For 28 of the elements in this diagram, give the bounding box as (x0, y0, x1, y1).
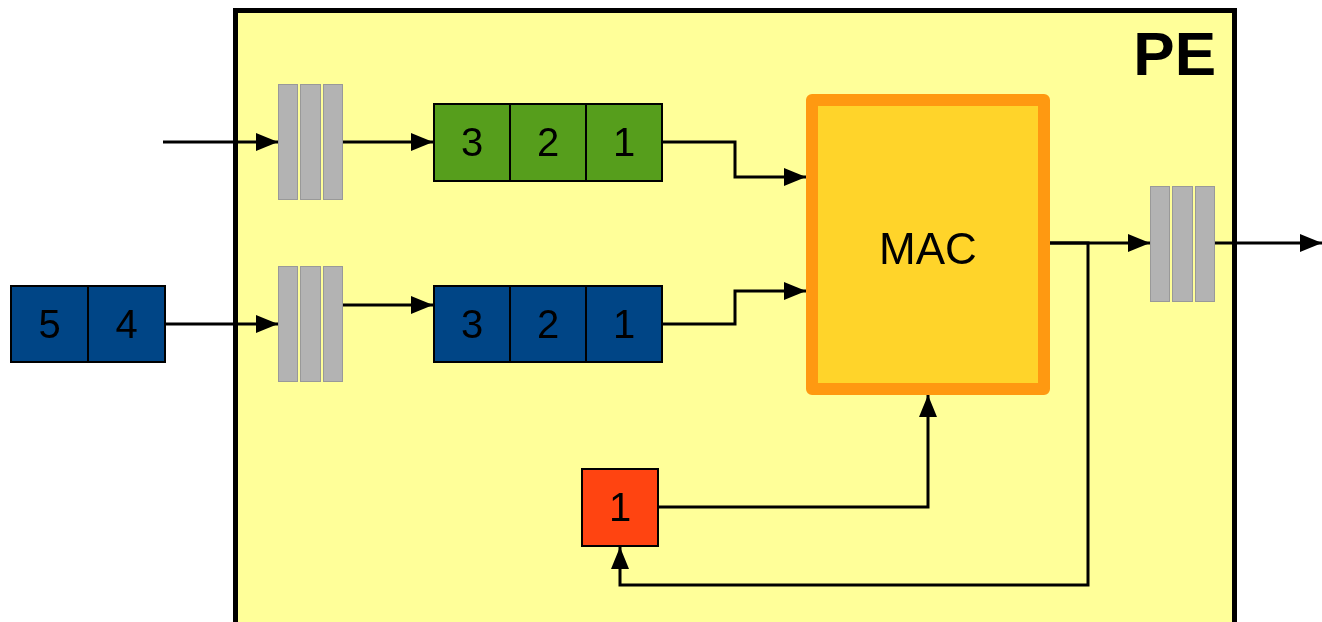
queue-slot: 3 (433, 103, 511, 182)
arrow (166, 315, 278, 333)
queue-slot: 3 (433, 285, 511, 363)
arrow (663, 140, 806, 186)
queue-slot: 1 (585, 285, 663, 363)
arrow (1215, 234, 1322, 252)
processing-element-panel (233, 8, 1237, 622)
queue-slot: 4 (87, 285, 166, 363)
panel-title: PE (1133, 23, 1216, 85)
mac-unit-box (806, 94, 1050, 395)
arrow (343, 296, 433, 314)
register-bars (278, 266, 343, 382)
queue-slot: 1 (585, 103, 663, 182)
register-bars (1150, 186, 1215, 302)
queue-slot: 5 (10, 285, 89, 363)
arrow (163, 133, 278, 151)
data-queue (433, 103, 663, 182)
arrow (611, 241, 1090, 587)
arrow (659, 395, 937, 509)
data-queue (433, 285, 663, 363)
register-bars (278, 84, 343, 200)
data-queue (10, 285, 166, 363)
queue-slot: 2 (509, 285, 587, 363)
mac-label: MAC (878, 224, 978, 274)
arrow (343, 133, 433, 151)
arrow (663, 282, 806, 326)
queue-slot: 1 (581, 468, 659, 547)
queue-slot: 2 (509, 103, 587, 182)
